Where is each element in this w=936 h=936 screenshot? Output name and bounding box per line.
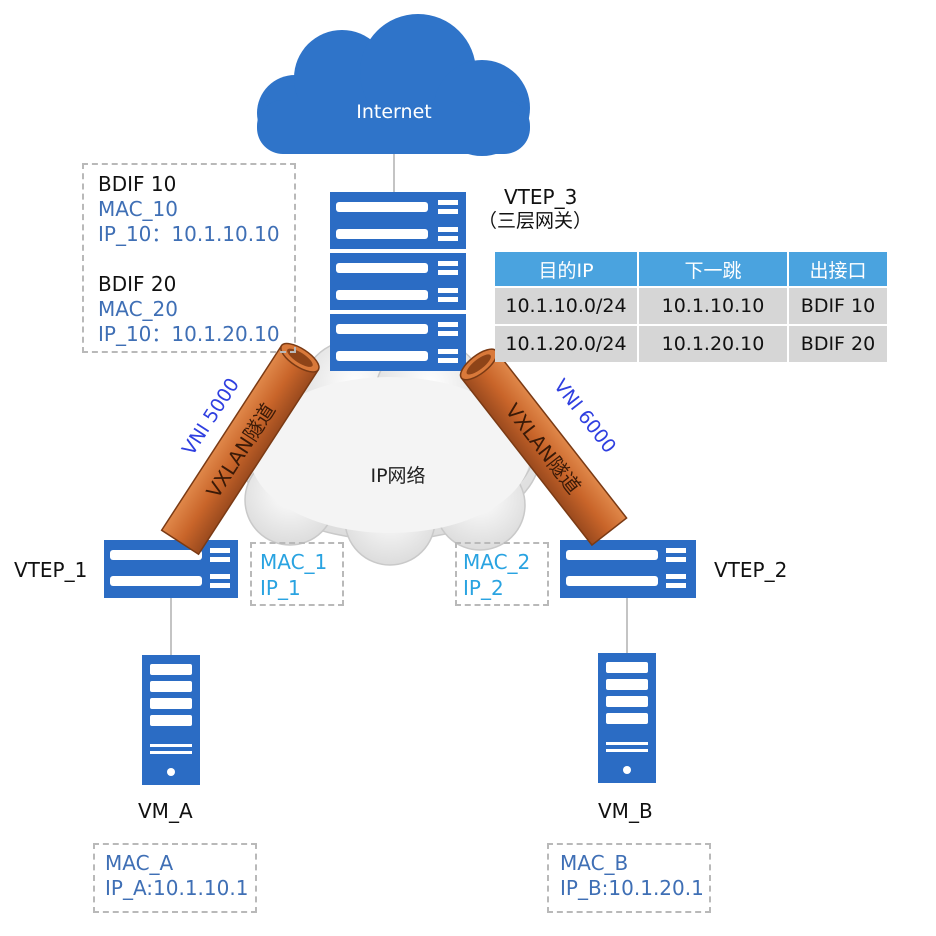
vtep1-ip: IP_1 <box>260 576 301 600</box>
vm-a-server-icon <box>142 655 200 785</box>
route-cell: 10.1.10.10 <box>639 288 787 324</box>
route-cell: 10.1.20.10 <box>639 326 787 362</box>
vm-b-mac: MAC_B <box>560 851 629 875</box>
bdif20-mac: MAC_20 <box>98 297 178 321</box>
route-cell: BDIF 10 <box>789 288 887 324</box>
table-row: 10.1.20.0/24 10.1.20.10 BDIF 20 <box>495 326 887 362</box>
vtep1-mac: MAC_1 <box>260 550 328 574</box>
route-cell: BDIF 20 <box>789 326 887 362</box>
bdif-info-box <box>82 163 296 353</box>
ip-network-label: IP网络 <box>370 465 425 487</box>
route-table-header: 目的IP 下一跳 出接口 <box>495 252 887 286</box>
bdif10-ip: IP_10：10.1.10.10 <box>98 222 280 246</box>
route-cell: 10.1.10.0/24 <box>495 288 637 324</box>
internet-label: Internet <box>356 101 431 123</box>
vm-b-ip: IP_B:10.1.20.1 <box>560 876 704 900</box>
bdif10-mac: MAC_10 <box>98 197 178 221</box>
vtep1-name: VTEP_1 <box>14 558 88 582</box>
route-col-nexthop: 下一跳 <box>639 252 787 286</box>
vm-a-ip: IP_A:10.1.10.1 <box>105 876 249 900</box>
vm-b-name: VM_B <box>598 799 653 823</box>
internet-cloud-icon <box>257 14 530 156</box>
bdif10-title: BDIF 10 <box>98 172 177 196</box>
vtep2-ip: IP_2 <box>463 576 504 600</box>
links <box>170 150 628 657</box>
route-cell: 10.1.20.0/24 <box>495 326 637 362</box>
vm-b-server-icon <box>598 653 656 783</box>
vm-a-mac: MAC_A <box>105 851 174 875</box>
vtep2-mac: MAC_2 <box>463 550 531 574</box>
table-row: 10.1.10.0/24 10.1.10.10 BDIF 10 <box>495 288 887 324</box>
vtep1-info-box <box>250 542 344 606</box>
vtep2-switch-icon <box>560 540 696 598</box>
route-col-dest: 目的IP <box>495 252 637 286</box>
vtep1-switch-icon <box>104 540 238 598</box>
vtep3-switch-icon <box>330 192 466 371</box>
vm-b-info-box <box>547 843 711 913</box>
vm-a-name: VM_A <box>138 799 193 823</box>
bdif20-ip: IP_10：10.1.20.10 <box>98 322 280 346</box>
vtep2-name: VTEP_2 <box>714 558 788 582</box>
vtep2-info-box <box>455 542 549 606</box>
vm-a-info-box <box>93 843 257 913</box>
bdif20-title: BDIF 20 <box>98 272 177 296</box>
vtep3-role: （三层网关） <box>478 210 593 232</box>
route-table: 目的IP 下一跳 出接口 10.1.10.0/24 10.1.10.10 BDI… <box>493 250 889 364</box>
vtep3-name: VTEP_3 <box>504 185 578 209</box>
route-col-interface: 出接口 <box>789 252 887 286</box>
